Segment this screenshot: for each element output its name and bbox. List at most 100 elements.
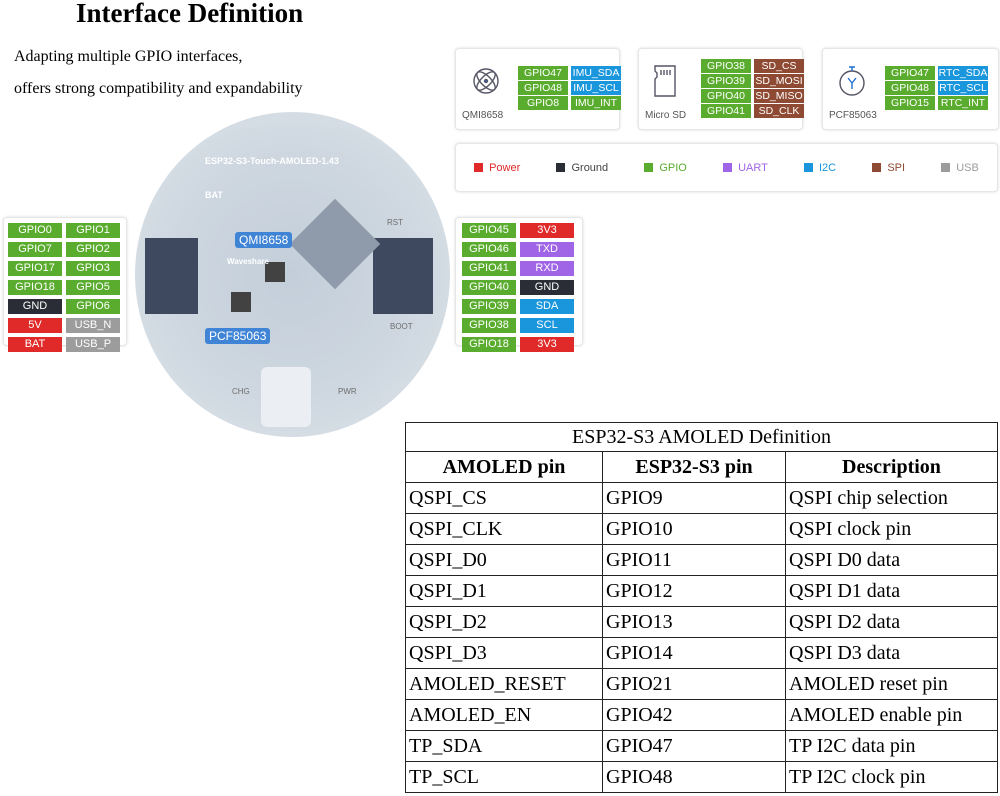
brand-logo: Waveshare bbox=[227, 257, 269, 266]
legend-swatch bbox=[804, 162, 813, 172]
module-function: RTC_SDA bbox=[938, 66, 988, 80]
callout-pcf85063: PCF85063 bbox=[205, 328, 271, 344]
table-cell: QSPI_D0 bbox=[405, 544, 603, 576]
board-label-chg: CHG bbox=[232, 387, 250, 396]
pin-label: SCL bbox=[520, 318, 574, 333]
legend-swatch bbox=[872, 162, 882, 172]
table-cell: AMOLED_RESET bbox=[405, 668, 603, 700]
pin-label: GPIO45 bbox=[462, 223, 516, 238]
pin-label: GPIO46 bbox=[462, 242, 516, 257]
pin-label: GPIO2 bbox=[66, 242, 120, 257]
esp32-chip bbox=[289, 198, 381, 290]
board-label-pwr: PWR bbox=[338, 387, 357, 396]
module-gpio: GPIO47 bbox=[885, 66, 935, 80]
legend-item-power: Power bbox=[474, 162, 520, 174]
module-name: PCF85063 bbox=[829, 110, 877, 121]
pin-label: 5V bbox=[8, 318, 62, 333]
pin-label: GPIO0 bbox=[8, 223, 62, 238]
module-gpio: GPIO48 bbox=[518, 81, 568, 95]
module-gpio: GPIO41 bbox=[701, 104, 751, 118]
pin-label: GPIO18 bbox=[8, 280, 62, 295]
table-cell: QSPI_D2 bbox=[405, 606, 603, 638]
legend-item-gpio: GPIO bbox=[644, 162, 687, 174]
pin-label: GPIO17 bbox=[8, 261, 62, 276]
pin-label: 3V3 bbox=[520, 223, 574, 238]
table-title: ESP32-S3 AMOLED Definition bbox=[405, 422, 998, 452]
legend-swatch bbox=[556, 162, 566, 172]
table-cell: GPIO48 bbox=[602, 761, 786, 793]
table-cell: AMOLED reset pin bbox=[785, 668, 998, 700]
module-function: SD_MOSI bbox=[754, 74, 804, 88]
legend-label: Ground bbox=[571, 161, 609, 174]
table-cell: QSPI D1 data bbox=[785, 575, 998, 607]
left-header-connector bbox=[145, 238, 198, 314]
board-image: ESP32-S3-Touch-AMOLED-1.43 BAT RST BOOT … bbox=[135, 112, 450, 437]
amoled-definition-table: ESP32-S3 AMOLED Definition AMOLED pin ES… bbox=[405, 422, 998, 793]
table-cell: QSPI_CS bbox=[405, 482, 603, 514]
qmi8658-chip bbox=[265, 262, 285, 282]
table-cell: GPIO11 bbox=[602, 544, 786, 576]
module-gpio: GPIO40 bbox=[701, 89, 751, 103]
module-name: QMI8658 bbox=[462, 110, 504, 121]
pin-label: GPIO7 bbox=[8, 242, 62, 257]
pin-label: GPIO18 bbox=[462, 337, 516, 352]
legend-label: GPIO bbox=[659, 161, 687, 174]
pin-label: GPIO1 bbox=[66, 223, 120, 238]
table-cell: TP I2C data pin bbox=[785, 730, 998, 762]
module-function: IMU_SDA bbox=[571, 66, 621, 80]
table-cell: AMOLED enable pin bbox=[785, 699, 998, 731]
table-cell: GPIO13 bbox=[602, 606, 786, 638]
module-gpio: GPIO48 bbox=[885, 81, 935, 95]
legend-label: USB bbox=[956, 161, 979, 174]
module-gpio: GPIO15 bbox=[885, 96, 935, 110]
legend-item-usb: USB bbox=[941, 162, 979, 174]
module-gpio: GPIO38 bbox=[701, 59, 751, 73]
legend-label: UART bbox=[738, 161, 768, 174]
table-cell: GPIO42 bbox=[602, 699, 786, 731]
board-label-bat: BAT bbox=[205, 190, 223, 200]
module-gpio: GPIO8 bbox=[518, 96, 568, 110]
sd-card-icon bbox=[651, 63, 681, 104]
legend-item-ground: Ground bbox=[556, 162, 608, 174]
board-label-rst: RST bbox=[387, 218, 403, 227]
legend-swatch bbox=[474, 162, 484, 172]
gyroscope-icon bbox=[468, 63, 504, 104]
pin-label: GPIO39 bbox=[462, 299, 516, 314]
table-cell: QSPI_D3 bbox=[405, 637, 603, 669]
legend-swatch bbox=[644, 162, 654, 172]
pin-label: GPIO5 bbox=[66, 280, 120, 295]
header-esp32-pin: ESP32-S3 pin bbox=[602, 451, 786, 483]
subtitle-line-2: offers strong compatibility and expandab… bbox=[14, 80, 303, 97]
table-cell: GPIO21 bbox=[602, 668, 786, 700]
legend-label: I2C bbox=[819, 161, 837, 174]
usb-c-port bbox=[261, 367, 311, 427]
table-cell: QSPI_D1 bbox=[405, 575, 603, 607]
pin-label: GPIO6 bbox=[66, 299, 120, 314]
page-title: Interface Definition bbox=[76, 0, 304, 28]
module-function: IMU_SCL bbox=[571, 81, 621, 95]
pin-label: GPIO40 bbox=[462, 280, 516, 295]
module-gpio: GPIO47 bbox=[518, 66, 568, 80]
legend-label: Power bbox=[489, 161, 521, 174]
pin-label: RXD bbox=[520, 261, 574, 276]
table-cell: QSPI D3 data bbox=[785, 637, 998, 669]
module-function: IMU_INT bbox=[571, 96, 621, 110]
pin-label: TXD bbox=[520, 242, 574, 257]
pin-label: GND bbox=[8, 299, 62, 314]
